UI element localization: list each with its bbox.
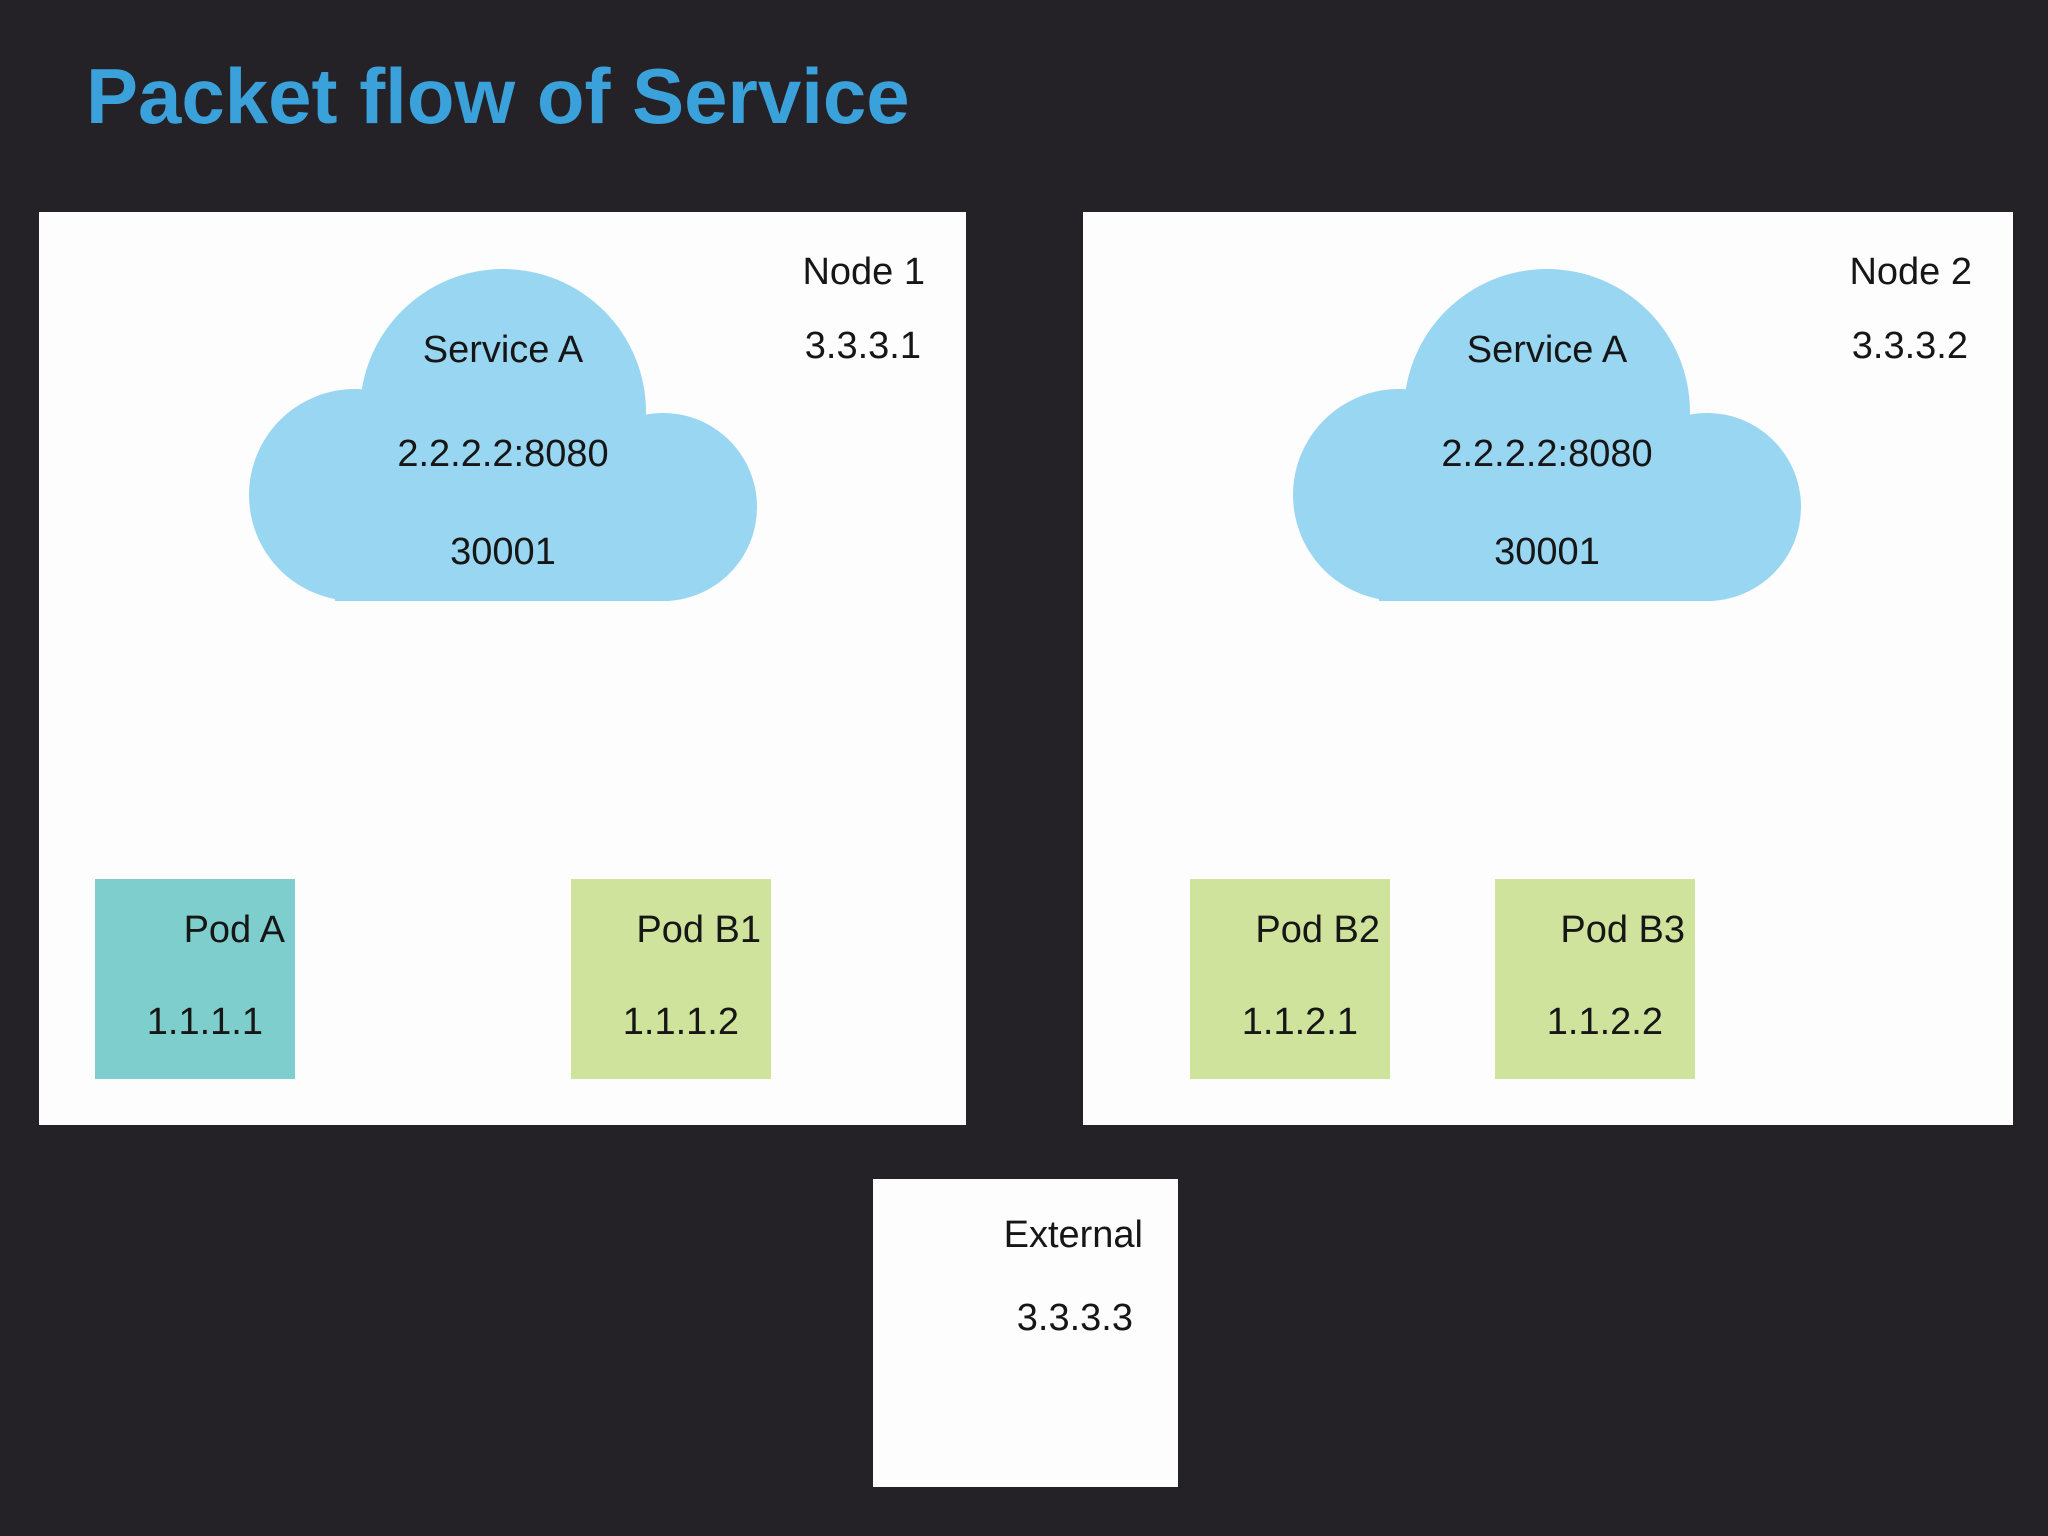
node-1-box: Node 1 3.3.3.1 Service A 2.2.2.2:8080 30… bbox=[39, 212, 966, 1125]
pod-name: Pod B2 bbox=[1255, 909, 1380, 951]
node-ip: 3.3.3.2 bbox=[1851, 325, 1968, 367]
pod-name: Pod A bbox=[183, 909, 285, 951]
node-2-label: Node 2 3.3.3.2 bbox=[1713, 235, 2013, 383]
service-cloud: Service A 2.2.2.2:8080 30001 bbox=[249, 268, 757, 601]
node-1-label: Node 1 3.3.3.1 bbox=[666, 235, 966, 383]
service-endpoint: 2.2.2.2:8080 bbox=[397, 433, 609, 475]
pod-b3-box: Pod B3 1.1.2.2 bbox=[1495, 879, 1695, 1079]
cloud-icon bbox=[1293, 269, 1801, 601]
pod-b1-box: Pod B1 1.1.1.2 bbox=[571, 879, 771, 1079]
pod-a-box: Pod A 1.1.1.1 bbox=[95, 879, 295, 1079]
external-box: External 3.3.3.3 bbox=[873, 1179, 1178, 1487]
pod-ip: 1.1.2.2 bbox=[1546, 1001, 1663, 1043]
node-2-box: Node 2 3.3.3.2 Service A 2.2.2.2:8080 30… bbox=[1083, 212, 2013, 1125]
pod-name: Pod B3 bbox=[1560, 909, 1685, 951]
service-name: Service A bbox=[422, 329, 584, 371]
node-name: Node 2 bbox=[1849, 251, 1972, 293]
pod-name: Pod B1 bbox=[636, 909, 761, 951]
pod-ip: 1.1.1.2 bbox=[622, 1001, 739, 1043]
page-title: Packet flow of Service bbox=[86, 52, 910, 140]
service-endpoint: 2.2.2.2:8080 bbox=[1441, 433, 1653, 475]
service-cloud: Service A 2.2.2.2:8080 30001 bbox=[1293, 268, 1801, 601]
service-nodeport: 30001 bbox=[1494, 531, 1600, 573]
pod-b2-box: Pod B2 1.1.2.1 bbox=[1190, 879, 1390, 1079]
pod-ip: 1.1.2.1 bbox=[1241, 1001, 1358, 1043]
cloud-icon bbox=[249, 269, 757, 601]
node-ip: 3.3.3.1 bbox=[804, 325, 921, 367]
external-name: External bbox=[1003, 1214, 1143, 1256]
service-nodeport: 30001 bbox=[450, 531, 556, 573]
service-name: Service A bbox=[1466, 329, 1628, 371]
node-name: Node 1 bbox=[802, 251, 925, 293]
pod-ip: 1.1.1.1 bbox=[146, 1001, 263, 1043]
external-ip: 3.3.3.3 bbox=[1016, 1297, 1133, 1339]
